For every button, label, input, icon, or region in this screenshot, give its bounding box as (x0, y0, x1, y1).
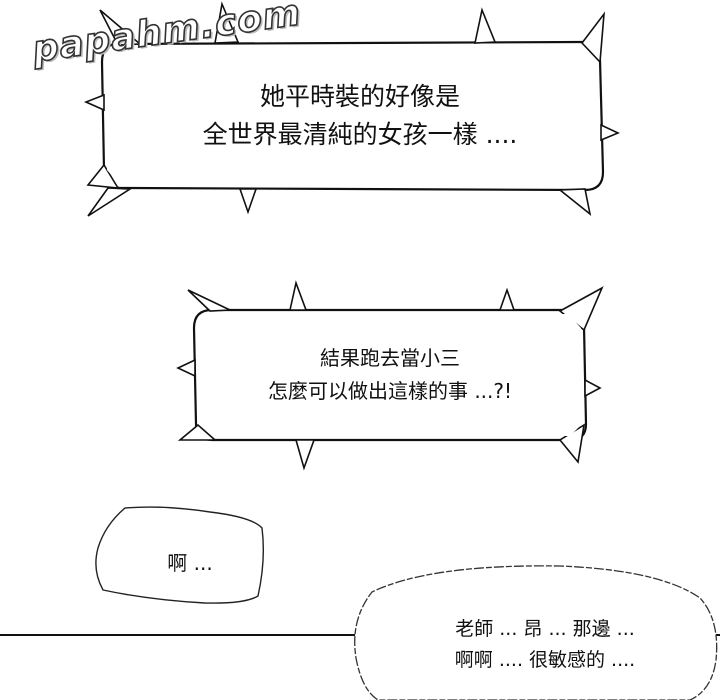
thought-bubble-bottom (354, 565, 718, 700)
bubble-small-text: 啊 ... (130, 548, 250, 578)
bubble-bottom-text: 老師 ... 昂 ... 那邊 ... 啊啊 .... 很敏感的 .... (380, 614, 710, 676)
bubble-top-line-2: 全世界最清純的女孩一樣 .... (202, 120, 518, 149)
bubble-middle-line-1: 結果跑去當小三 (320, 346, 460, 370)
spiky-speech-bubble-top (83, 1, 620, 217)
bubble-bottom-line-2: 啊啊 .... 很敏感的 .... (454, 649, 636, 671)
bubble-middle-line-2: 怎麼可以做出這樣的事 ...?! (267, 379, 513, 403)
bubble-top-line-1: 她平時裝的好像是 (259, 82, 460, 111)
bubble-bottom-line-1: 老師 ... 昂 ... 那邊 ... (455, 618, 635, 640)
spiky-speech-bubble-middle (176, 280, 604, 471)
bubble-top-text: 她平時裝的好像是 全世界最清純的女孩一樣 .... (120, 78, 600, 154)
bubble-small-line-1: 啊 ... (167, 551, 213, 575)
speech-bubble-small (95, 506, 265, 604)
bubble-middle-text: 結果跑去當小三 怎麼可以做出這樣的事 ...?! (200, 342, 580, 408)
